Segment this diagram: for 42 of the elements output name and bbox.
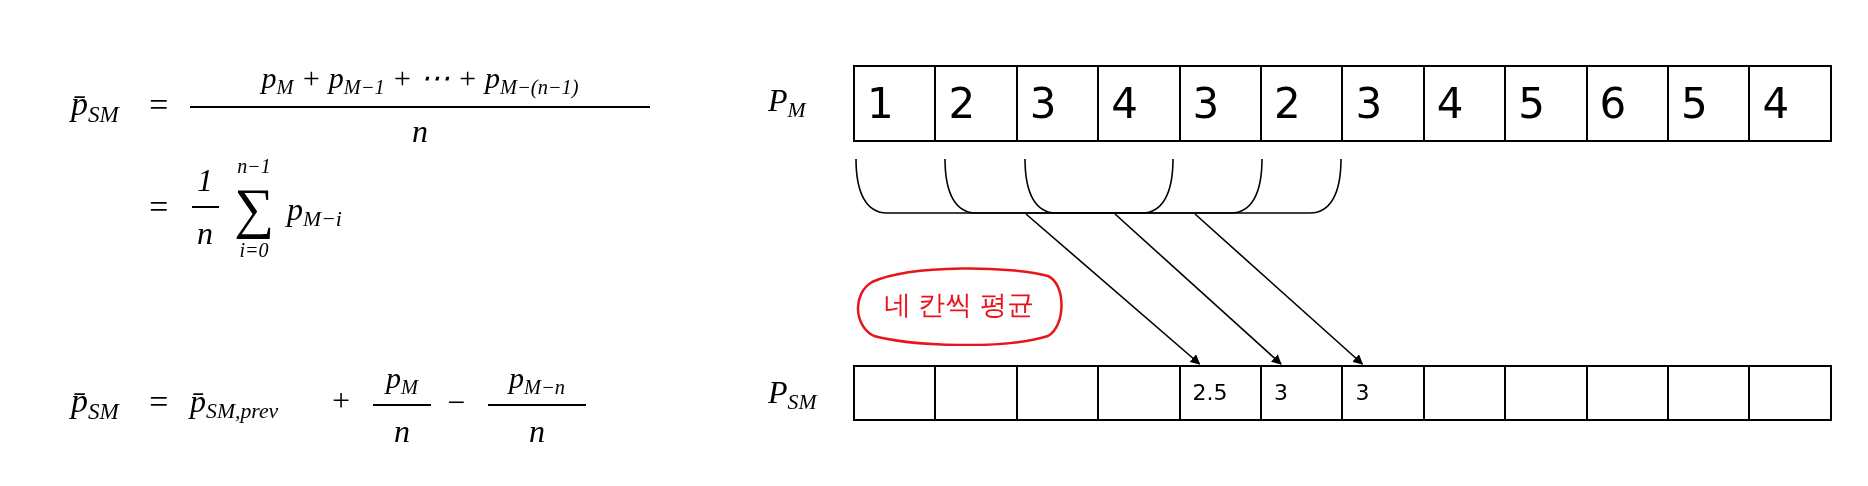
arrow: [1114, 213, 1282, 365]
array-cell: 2: [934, 65, 1018, 142]
row-label: P$_{M}$: [768, 83, 806, 123]
formula-term: n: [394, 415, 410, 447]
array-cell: 2: [1260, 65, 1344, 142]
formula-term: n: [529, 415, 545, 447]
formula-term: p$_{M}$: [386, 362, 418, 398]
formula-term: p̄$_{SM}$: [71, 384, 119, 424]
formula-term: =: [147, 190, 170, 224]
array-cell: 3: [1341, 365, 1425, 421]
formula-term: p̄$_{SM,prev}$: [190, 384, 279, 424]
arrow: [1194, 213, 1364, 365]
array-cell: 2.5: [1178, 365, 1262, 421]
formula-term: p$_{M−n}$: [509, 362, 565, 398]
window-bracket: [855, 158, 1174, 214]
formula-term: −: [445, 386, 467, 418]
row-label: P$_{SM}$: [768, 375, 817, 415]
array-cell: 4: [1422, 65, 1507, 142]
array-cell: 3: [1015, 65, 1100, 142]
array-cell: 3: [1341, 65, 1425, 142]
formula-term: i=0: [239, 240, 269, 260]
formula-term: p$_{M−i}$: [287, 192, 342, 232]
formula-term: =: [147, 385, 170, 419]
array-cell: 1: [853, 65, 937, 142]
formula-term: n: [197, 217, 213, 249]
formula-term: p̄$_{SM}$: [71, 87, 119, 127]
window-bracket: [944, 158, 1263, 214]
array-cell: 4: [1097, 65, 1181, 142]
array-cell: 3: [1178, 65, 1262, 142]
formula-term: n−1: [237, 156, 271, 176]
array-cell: 4: [1748, 65, 1832, 142]
formula-term: p$_{M}$ + p$_{M−1}$ + ⋯ + p$_{M−(n−1)}$: [261, 62, 579, 98]
array-cell: 5: [1504, 65, 1588, 142]
formula-term: 1: [197, 164, 213, 196]
array-cell: 6: [1585, 65, 1669, 142]
window-bracket: [1024, 158, 1342, 214]
arrow: [1025, 213, 1201, 365]
formula-term: n: [412, 115, 428, 147]
formula-term: +: [330, 384, 352, 416]
formula-term: =: [147, 88, 170, 122]
array-cell: 3: [1260, 365, 1344, 421]
array-cell: 5: [1667, 65, 1751, 142]
